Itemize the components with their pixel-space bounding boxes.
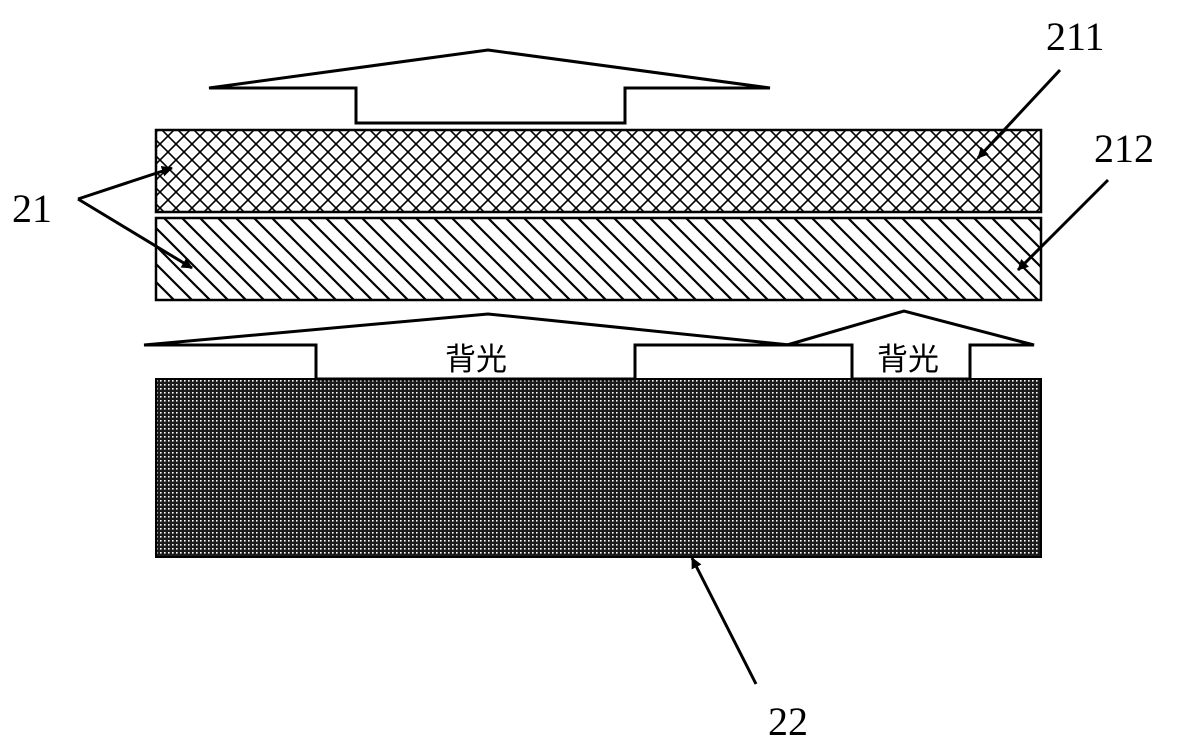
label-22: 22	[768, 699, 808, 744]
film-layer-212	[156, 218, 1041, 300]
leader-arrow-22	[692, 558, 756, 684]
film-layer-211	[156, 130, 1041, 212]
label-212: 212	[1094, 126, 1154, 171]
backlight-plate-22	[156, 379, 1041, 557]
label-21: 21	[12, 186, 52, 231]
top-light-arrow	[209, 50, 770, 123]
label-211: 211	[1046, 14, 1105, 59]
backlight-main-text: 背光	[445, 342, 507, 378]
backlight-small-text: 背光	[877, 342, 939, 378]
